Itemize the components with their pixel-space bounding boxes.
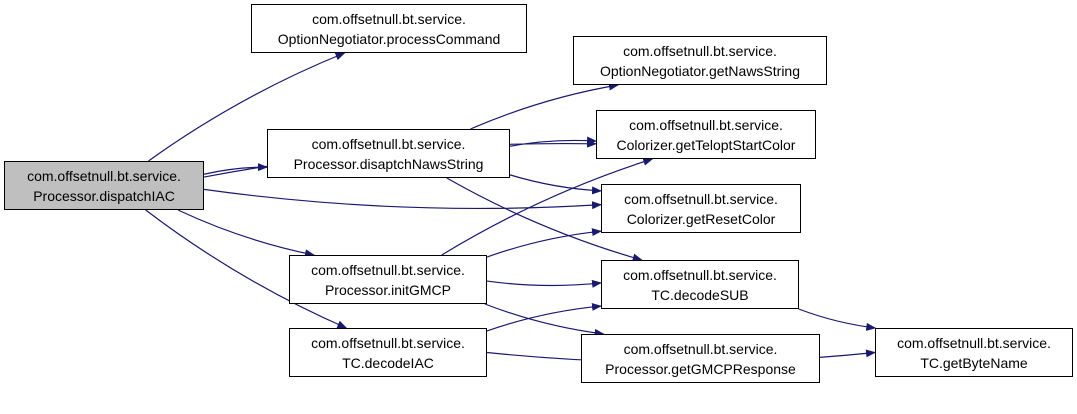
node-label-method: TC.decodeIAC bbox=[342, 354, 434, 371]
edge-initgmcp-to-getresetcolor bbox=[486, 228, 602, 258]
edge-initgmcp-to-getgmcpresponse bbox=[484, 303, 605, 337]
node-tc-decodesub[interactable]: com.offsetnull.bt.service. TC.decodeSUB bbox=[601, 260, 799, 309]
edge-disaptchnawsstring-to-getnawsstring bbox=[470, 82, 619, 130]
node-label-method: OptionNegotiator.processCommand bbox=[277, 30, 501, 47]
node-label-package: com.offsetnull.bt.service. bbox=[897, 334, 1051, 351]
node-tc-getbytename[interactable]: com.offsetnull.bt.service. TC.getByteNam… bbox=[875, 328, 1073, 377]
node-label-method: TC.decodeSUB bbox=[651, 286, 749, 303]
edge-dispatchiac-to-getresetcolor bbox=[203, 188, 602, 210]
node-label-method: Processor.disaptchNawsString bbox=[293, 155, 484, 172]
node-optionnegotiator-getnawsstring[interactable]: com.offsetnull.bt.service. OptionNegotia… bbox=[573, 36, 827, 85]
node-label-package: com.offsetnull.bt.service. bbox=[624, 190, 778, 207]
node-label-method: Colorizer.getTeloptStartColor bbox=[616, 136, 796, 153]
node-label-package: com.offsetnull.bt.service. bbox=[311, 135, 466, 152]
node-colorizer-getteloptstartcolor[interactable]: com.offsetnull.bt.service. Colorizer.get… bbox=[596, 110, 816, 159]
edge-decodesub-to-getbytename bbox=[798, 308, 877, 331]
node-label-method: Processor.dispatchIAC bbox=[33, 187, 175, 204]
node-label-package: com.offsetnull.bt.service. bbox=[623, 266, 777, 283]
edge-dispatchiac-to-decodeiac bbox=[145, 209, 348, 329]
node-label-package: com.offsetnull.bt.service. bbox=[629, 116, 783, 133]
node-label-method: OptionNegotiator.getNawsString bbox=[600, 62, 800, 79]
edge-decodeiac-to-decodesub bbox=[486, 302, 602, 332]
edge-dispatchiac-to-initgmcp bbox=[177, 209, 315, 258]
node-colorizer-getresetcolor[interactable]: com.offsetnull.bt.service. Colorizer.get… bbox=[601, 184, 801, 233]
node-label-method: Processor.getGMCPResponse bbox=[605, 360, 796, 377]
node-processor-initgmcp[interactable]: com.offsetnull.bt.service. Processor.ini… bbox=[289, 255, 487, 304]
node-label-method: TC.getByteName bbox=[920, 354, 1028, 371]
node-processor-getgmcpresponse[interactable]: com.offsetnull.bt.service. Processor.get… bbox=[581, 334, 820, 383]
node-label-package: com.offsetnull.bt.service. bbox=[623, 340, 778, 357]
edge-disaptchnawsstring-to-getresetcolor bbox=[509, 174, 602, 195]
node-processor-disaptchnawsstring[interactable]: com.offsetnull.bt.service. Processor.dis… bbox=[267, 129, 510, 178]
node-label-package: com.offsetnull.bt.service. bbox=[311, 261, 465, 278]
node-label-package: com.offsetnull.bt.service. bbox=[623, 42, 777, 59]
node-label-package: com.offsetnull.bt.service. bbox=[27, 167, 181, 184]
node-label-package: com.offsetnull.bt.service. bbox=[312, 10, 466, 27]
node-tc-decodeiac[interactable]: com.offsetnull.bt.service. TC.decodeIAC bbox=[289, 328, 487, 377]
node-label-method: Processor.initGMCP bbox=[324, 281, 452, 298]
edge-disaptchnawsstring-to-decodesub bbox=[446, 177, 643, 262]
node-label-package: com.offsetnull.bt.service. bbox=[311, 334, 465, 351]
edge-dispatchiac-to-processcommand bbox=[148, 52, 346, 162]
edge-initgmcp-to-getteloptstartcolor bbox=[441, 157, 654, 256]
edge-initgmcp-to-decodesub bbox=[486, 279, 602, 288]
node-processor-dispatchiac[interactable]: com.offsetnull.bt.service. Processor.dis… bbox=[4, 161, 204, 210]
edge-disaptchnawsstring-to-getteloptstartcolor bbox=[509, 136, 597, 147]
node-label-method: Colorizer.getResetColor bbox=[626, 210, 776, 227]
node-optionnegotiator-processcommand[interactable]: com.offsetnull.bt.service. OptionNegotia… bbox=[251, 4, 527, 53]
edge-dispatchiac-to-disaptchnawsstring bbox=[203, 163, 268, 175]
